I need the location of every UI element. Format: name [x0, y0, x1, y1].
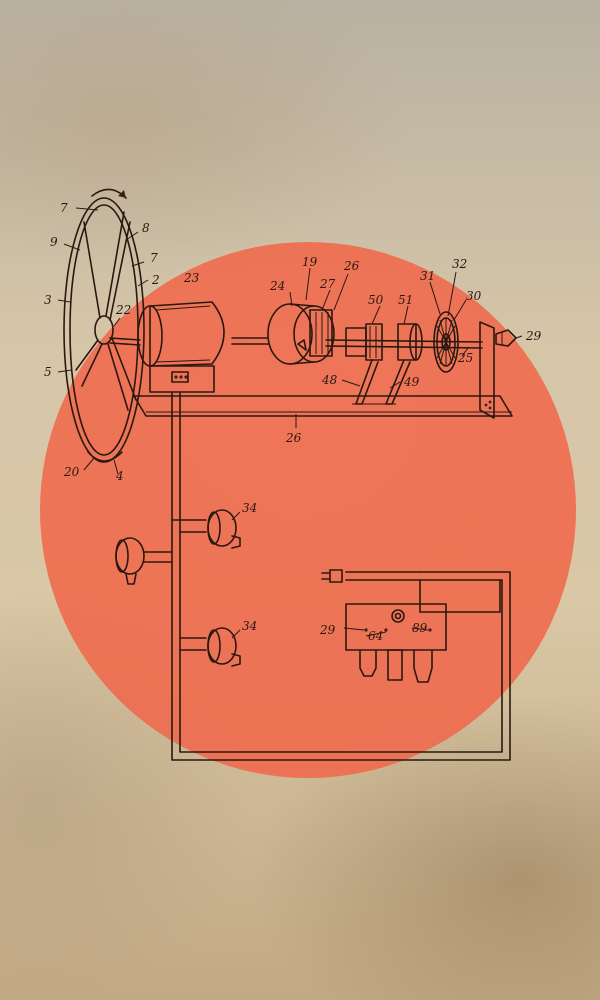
ref-89: 89: [412, 621, 428, 635]
motor-23: [137, 301, 225, 393]
clutch-assembly: [345, 323, 423, 361]
lamp-34-lower: [207, 627, 241, 667]
ref-29-top: 29: [525, 329, 542, 343]
ref-5: 5: [44, 365, 52, 379]
ref-50: 50: [368, 293, 384, 307]
lamp-left: [115, 537, 145, 585]
base-plate: [133, 395, 513, 417]
ref-49: 49: [403, 375, 420, 389]
ref-22: 22: [115, 303, 131, 317]
ref-9: 9: [50, 235, 58, 249]
main-shaft: [109, 337, 141, 341]
ref-2: 2: [151, 273, 160, 287]
sun-circle: [40, 242, 576, 778]
ref-8: 8: [142, 221, 150, 235]
rotation-arrowhead: [118, 190, 126, 198]
ref-20: 20: [63, 465, 80, 479]
ref-27: 27: [319, 277, 336, 291]
ref-48: 48: [321, 373, 338, 387]
ref-34-lower: 34: [242, 619, 257, 633]
reference-numerals: 7 8 9 7 2 3 22 5 20 4 23 19 24 27 26 31 …: [44, 201, 542, 643]
ref-29-box: 29: [319, 623, 336, 637]
levers: [352, 359, 411, 405]
ref-19: 19: [302, 255, 318, 269]
ref-26-base: 26: [285, 431, 302, 445]
ref-7: 7: [150, 251, 158, 265]
ref-31: 31: [420, 269, 435, 283]
ref-26-top: 26: [343, 259, 360, 273]
wiring: [143, 391, 511, 761]
ref-32: 32: [452, 257, 467, 271]
ref-34-upper: 34: [242, 501, 257, 515]
ref-64: 64: [368, 629, 383, 643]
ratchet-disc: [433, 311, 459, 373]
control-box: [345, 603, 447, 683]
lamp-34-upper: [207, 509, 241, 549]
end-bracket: [479, 321, 517, 419]
leader-lines: [57, 207, 523, 639]
ref-25: 25: [457, 351, 473, 365]
ref-24: 24: [269, 279, 285, 293]
ref-23: 23: [183, 271, 200, 285]
ref-7-top: 7: [60, 201, 68, 215]
drum-24: [267, 303, 335, 365]
ref-30: 30: [466, 289, 482, 303]
ref-3: 3: [44, 293, 52, 307]
ref-51: 51: [398, 293, 413, 307]
hand-wheel: [63, 197, 145, 463]
ref-4: 4: [115, 469, 124, 483]
